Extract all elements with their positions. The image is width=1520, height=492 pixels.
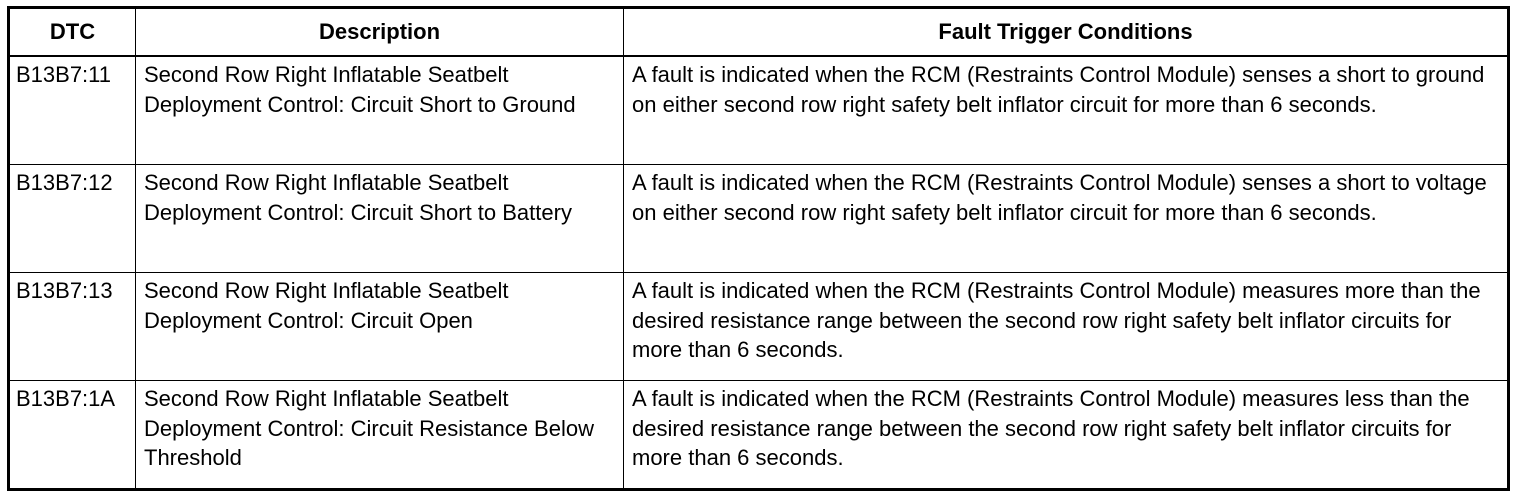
description-cell: Second Row Right Inflatable Seatbelt Dep… (135, 164, 624, 273)
fault-trigger-conditions-cell: A fault is indicated when the RCM (Restr… (623, 55, 1509, 165)
dtc-code-cell: B13B7:13 (8, 272, 136, 381)
column-header-dtc: DTC (8, 7, 136, 57)
dtc-code-cell: B13B7:12 (8, 164, 136, 273)
dtc-code-cell: B13B7:1A (8, 380, 136, 490)
table-row: B13B7:11 Second Row Right Inflatable Sea… (8, 55, 1509, 165)
description-cell: Second Row Right Inflatable Seatbelt Dep… (135, 55, 624, 165)
dtc-code-cell: B13B7:11 (8, 55, 136, 165)
fault-trigger-conditions-cell: A fault is indicated when the RCM (Restr… (623, 380, 1509, 490)
fault-trigger-conditions-cell: A fault is indicated when the RCM (Restr… (623, 164, 1509, 273)
table-row: B13B7:13 Second Row Right Inflatable Sea… (8, 272, 1509, 381)
table-row: B13B7:1A Second Row Right Inflatable Sea… (8, 380, 1509, 490)
description-cell: Second Row Right Inflatable Seatbelt Dep… (135, 272, 624, 381)
fault-trigger-conditions-cell: A fault is indicated when the RCM (Restr… (623, 272, 1509, 381)
column-header-fault-trigger-conditions: Fault Trigger Conditions (623, 7, 1509, 57)
table-row: B13B7:12 Second Row Right Inflatable Sea… (8, 164, 1509, 273)
description-cell: Second Row Right Inflatable Seatbelt Dep… (135, 380, 624, 490)
dtc-table: DTC Description Fault Trigger Conditions… (7, 6, 1510, 491)
column-header-description: Description (135, 7, 624, 57)
table-header-row: DTC Description Fault Trigger Conditions (8, 7, 1509, 57)
